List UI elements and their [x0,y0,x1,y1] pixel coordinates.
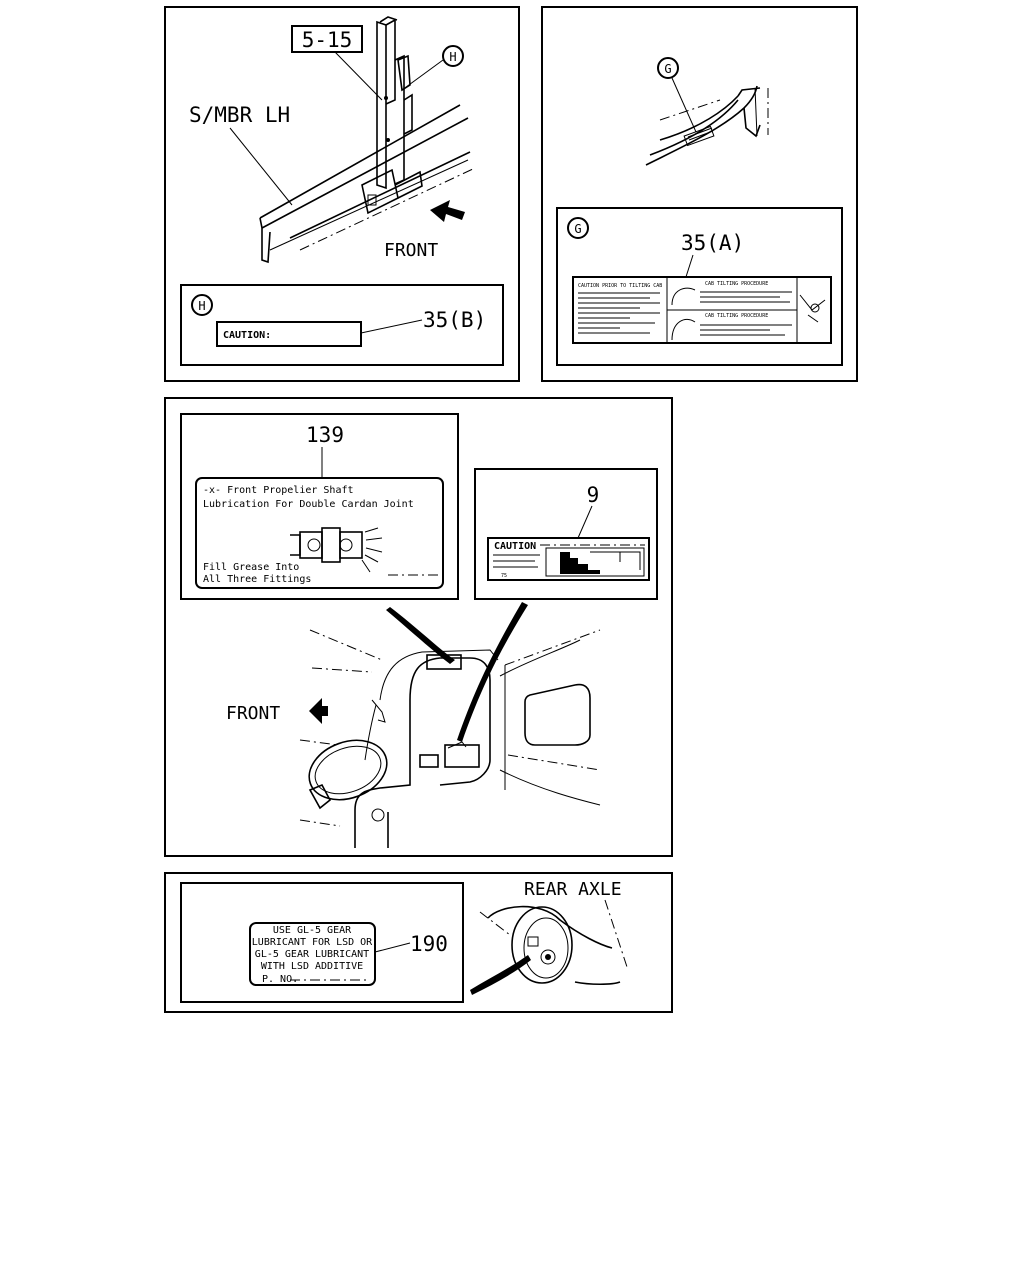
label-139-line3: Fill Grease Into [203,562,299,573]
front-label-2: FRONT [226,703,280,724]
front-arrow-icon-2 [309,698,328,724]
label-9-title: CAUTION [494,541,536,552]
caution-label-35b [216,321,362,347]
reference-text: 5-15 [302,28,353,52]
part-ref-35a: 35(A) [681,231,744,255]
rear-axle-label: REAR AXLE [524,879,622,900]
inset-g-callout: G [574,222,581,236]
panel-cab-interior-labels: 139 -x- Front Propelier Shaft Lubricatio… [164,397,673,857]
cardan-joint-icon [290,527,438,576]
inset-h-callout: H [198,299,205,313]
cab-label-mid-title-1: CAB TILTING PROCEDURE [705,281,768,287]
cab-label-left-title: CAUTION PRIOR TO TILTING CAB [578,283,662,289]
gear-lube-label [249,922,376,986]
label-190-line3: GL-5 GEAR LUBRICANT [255,949,369,960]
caution-label-text: CAUTION: [223,330,271,341]
part-ref-9: 9 [587,483,600,507]
label-139-line1: -x- Front Propelier Shaft [203,485,354,496]
panel-rear-axle-label: USE GL-5 GEAR LUBRICANT FOR LSD OR GL-5 … [164,872,673,1013]
label-9-corner: 75 [501,573,507,579]
part-ref-35b: 35(B) [423,308,486,332]
front-arrow-icon [430,200,465,222]
callout-g-text: G [664,62,671,76]
panel-side-member-label: 5-15 H S/MBR LH FRONT H CAUTION: 35(B) [164,6,520,382]
label-139-line4: All Three Fittings [203,574,311,585]
propeller-shaft-label [195,477,444,589]
label-190-line5: P. NO. [262,974,298,985]
callout-h-circle [442,45,464,67]
cab-corner-drawing [645,85,769,166]
part-ref-139: 139 [306,423,344,447]
label-190-line4: WITH LSD ADDITIVE [261,961,363,972]
label-190-line1: USE GL-5 GEAR [273,925,352,936]
side-member-label: S/MBR LH [189,103,290,127]
rear-axle-drawing [479,899,629,986]
cab-interior-drawing [299,629,601,848]
label-139-line2: Lubrication For Double Cardan Joint [203,499,414,510]
reference-box [291,25,363,53]
cab-label-mid-title-2: CAB TILTING PROCEDURE [705,313,768,319]
front-label: FRONT [384,240,438,261]
side-member-drawing [259,16,476,264]
panel-cab-tilt-label: G G 35(A) CAUTION PRIOR TO TILTING CAB C… [541,6,858,382]
callout-h-text: H [449,50,456,64]
label-190-line2: LUBRICANT FOR LSD OR [252,937,373,948]
part-ref-190: 190 [410,932,448,956]
